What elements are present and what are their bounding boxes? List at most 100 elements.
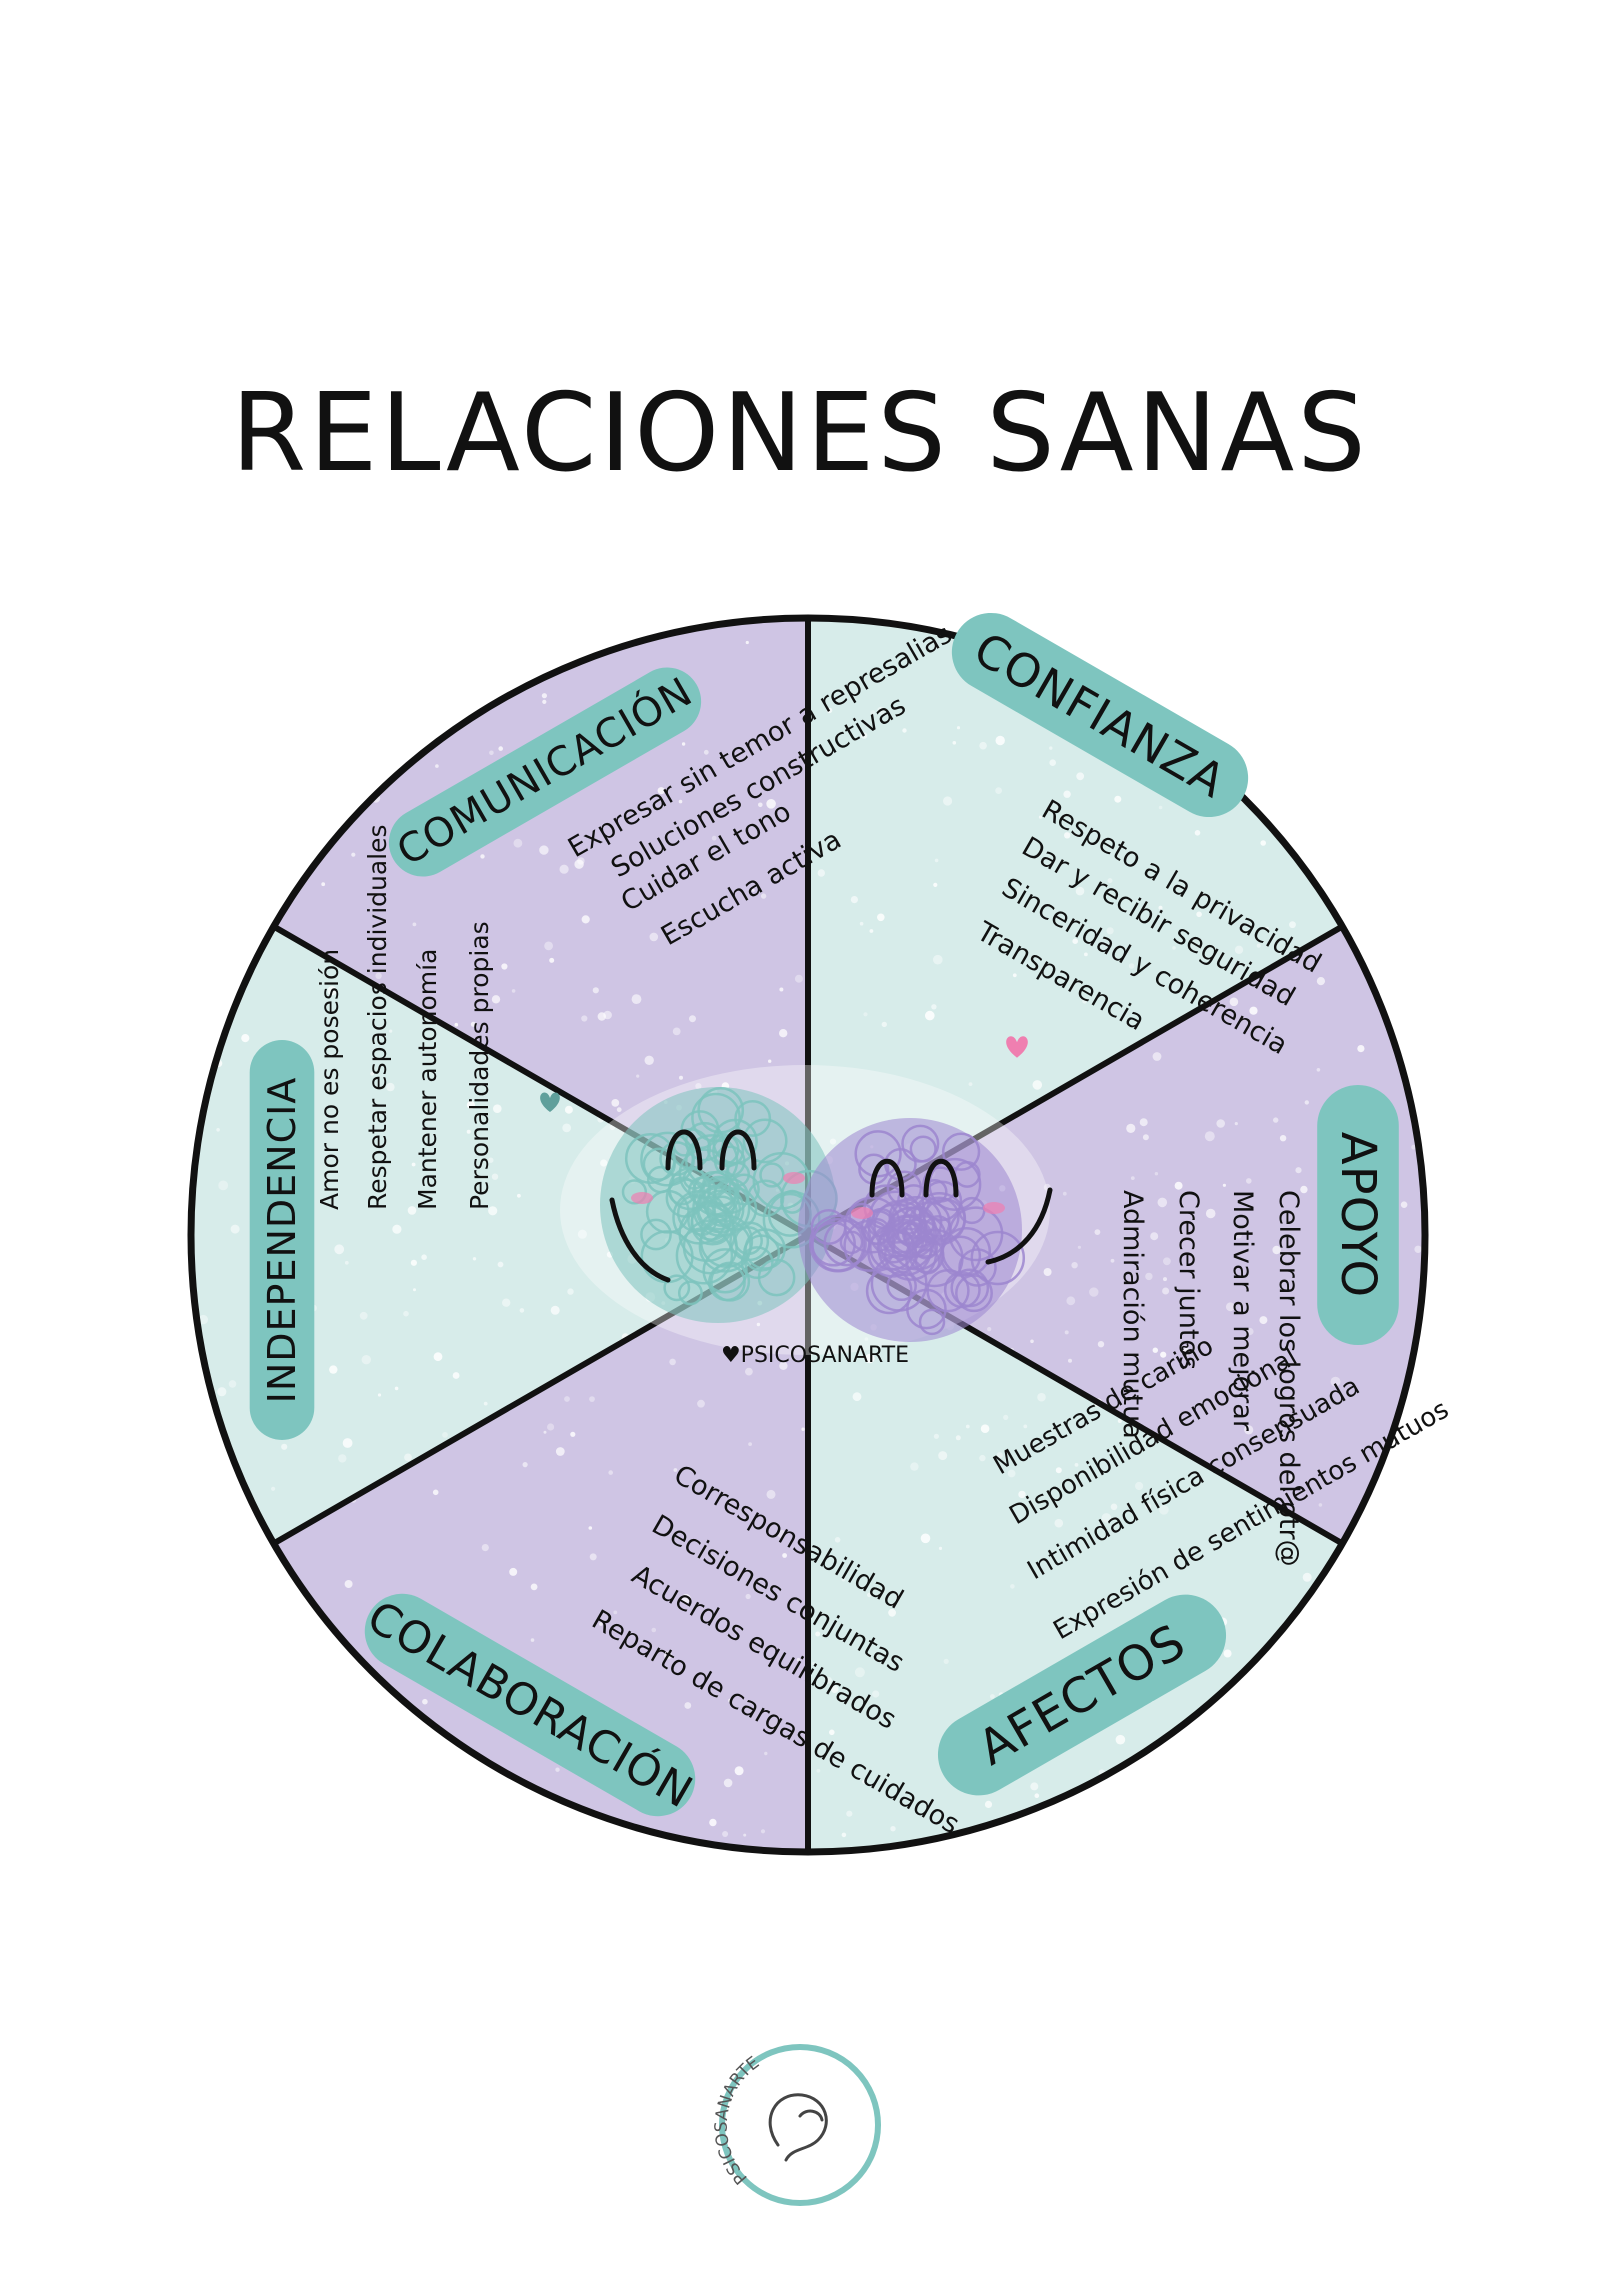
snow-dot xyxy=(1072,938,1078,944)
snow-dot xyxy=(1055,1467,1062,1474)
snow-dot xyxy=(834,1537,841,1543)
snow-dot xyxy=(1256,943,1261,948)
snow-dot xyxy=(230,1224,240,1234)
snow-dot xyxy=(902,728,907,733)
snow-dot xyxy=(1162,1287,1170,1295)
snow-dot xyxy=(611,1099,620,1107)
snow-dot xyxy=(695,1083,702,1090)
snow-dot xyxy=(852,1392,862,1402)
snow-dot xyxy=(491,1173,499,1180)
independencia-item: Amor no es posesión xyxy=(315,949,344,1210)
snow-dot xyxy=(549,957,555,963)
snow-dot xyxy=(703,749,709,755)
purple-right-eye xyxy=(923,1159,959,1198)
snow-dot xyxy=(411,1162,416,1167)
snow-dot xyxy=(1049,759,1056,766)
snow-dot xyxy=(1110,1503,1118,1511)
snow-dot xyxy=(1063,790,1071,798)
independencia-item: Personalidades propias xyxy=(465,921,494,1210)
snow-dot xyxy=(649,932,659,942)
apoyo-item: Celebrar los logros del otr@ xyxy=(1273,1190,1304,1567)
snow-dot xyxy=(1316,977,1325,986)
snow-dot xyxy=(1037,1392,1046,1402)
snow-dot xyxy=(1411,1144,1416,1150)
teal-heart-icon xyxy=(540,1092,560,1112)
snow-dot xyxy=(867,1592,872,1598)
apoyo-title: APOYO xyxy=(1330,1132,1386,1298)
snow-dot xyxy=(218,1180,229,1191)
snow-dot xyxy=(1259,1316,1268,1325)
snow-dot xyxy=(644,1055,654,1066)
snow-dot xyxy=(938,1451,948,1461)
snow-dot xyxy=(1244,1425,1254,1435)
snow-dot xyxy=(1251,1518,1260,1527)
confianza-label-pill xyxy=(951,612,1249,818)
mint-scribble-character xyxy=(600,1086,838,1323)
snow-dot xyxy=(1064,832,1071,839)
snow-dot xyxy=(826,707,833,714)
snow-dot xyxy=(779,1361,788,1371)
snow-dot xyxy=(1196,911,1202,918)
snow-dot xyxy=(603,1010,612,1020)
apoyo-label-pill xyxy=(1317,1085,1399,1345)
snow-dot xyxy=(830,1685,839,1693)
snow-dot xyxy=(403,1310,409,1317)
snow-dot xyxy=(1082,998,1087,1004)
snow-dot xyxy=(488,1206,498,1216)
purple-smile xyxy=(985,1187,1053,1265)
snow-dot xyxy=(1007,1469,1016,1478)
pink-heart-icon xyxy=(1006,1036,1028,1058)
snow-dot xyxy=(599,1622,603,1626)
snow-dot xyxy=(321,882,326,887)
snow-dot xyxy=(386,1082,395,1092)
snow-dot xyxy=(859,921,864,926)
snow-dot xyxy=(361,1355,371,1365)
snow-dot xyxy=(734,1766,744,1776)
snow-dot xyxy=(1152,1347,1159,1353)
snow-dot xyxy=(600,1159,608,1167)
snow-dot xyxy=(1246,1327,1254,1336)
independencia-item: Mantener autonomía xyxy=(413,949,442,1210)
snow-dot xyxy=(1054,1518,1064,1528)
snow-dot xyxy=(1150,1232,1159,1241)
snow-dot xyxy=(1302,1572,1312,1582)
snow-dot xyxy=(1265,926,1269,931)
snow-dot xyxy=(1101,1513,1112,1523)
snow-dot xyxy=(216,1128,220,1132)
snow-dot xyxy=(577,857,585,865)
snow-dot xyxy=(574,859,584,869)
snow-dot xyxy=(1158,905,1163,910)
snow-dot xyxy=(1163,1277,1167,1282)
snow-dot xyxy=(1068,1358,1072,1363)
snow-dot xyxy=(1117,1419,1122,1423)
snow-dot xyxy=(413,1288,416,1292)
snow-dot xyxy=(421,1254,427,1260)
snow-dot xyxy=(1135,1481,1144,1491)
snow-dot xyxy=(435,764,439,768)
snow-dot xyxy=(1163,1257,1171,1266)
snow-dot xyxy=(664,1651,672,1660)
snow-dot xyxy=(555,1447,565,1456)
snow-dot xyxy=(984,1800,993,1808)
snow-dot xyxy=(766,799,776,809)
snow-dot xyxy=(489,750,494,756)
snow-dot xyxy=(407,1206,417,1215)
snow-dot xyxy=(1088,1606,1096,1614)
snow-dot xyxy=(498,746,504,751)
snow-dot xyxy=(608,1470,613,1475)
snow-dot xyxy=(1144,1376,1149,1382)
snow-dot xyxy=(727,1501,731,1505)
snow-dot xyxy=(1049,746,1053,750)
snow-dot xyxy=(758,802,763,808)
snow-dot xyxy=(412,922,417,927)
snow-dot xyxy=(1012,973,1017,978)
apoyo-label: APOYO xyxy=(1317,1085,1399,1345)
snow-dot xyxy=(470,1021,476,1027)
snow-dot xyxy=(1304,1100,1310,1105)
snow-dot xyxy=(925,1010,935,1021)
snow-dot xyxy=(865,1353,875,1364)
snow-dot xyxy=(995,787,1002,794)
snow-dot xyxy=(910,1462,919,1471)
snow-dot xyxy=(811,1662,816,1666)
snow-dot xyxy=(689,1015,696,1023)
